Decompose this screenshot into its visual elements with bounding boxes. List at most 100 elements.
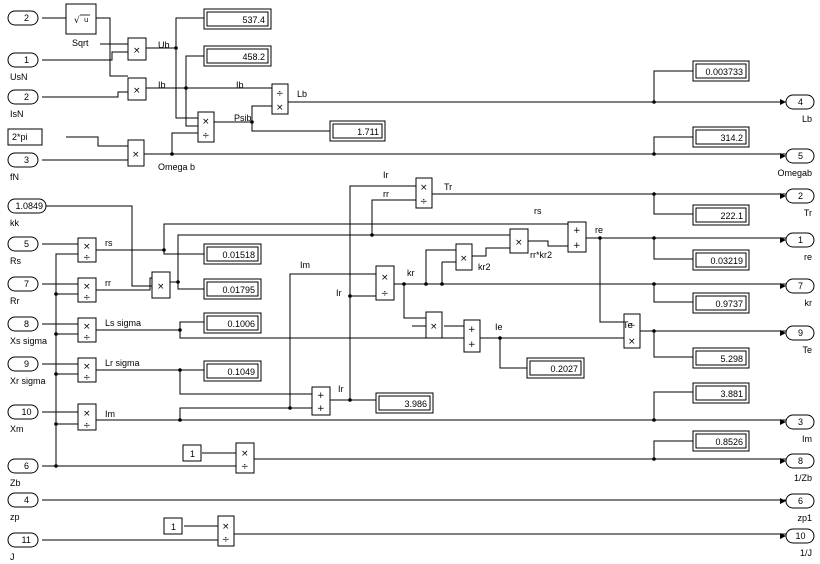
- display-0: 537.4: [203, 8, 272, 30]
- outport-number: 6: [798, 496, 803, 506]
- inport-4[interactable]: 3fN: [7, 152, 39, 182]
- inport-3[interactable]: 2*pi: [7, 128, 43, 146]
- outport-number: 1: [798, 235, 803, 245]
- signal-label: Im: [105, 409, 115, 419]
- inport-12[interactable]: 4 zp: [7, 492, 39, 522]
- svg-text:+: +: [468, 340, 476, 350]
- display-9: 0.9737: [692, 292, 750, 314]
- inport-number: 2*pi: [12, 132, 28, 142]
- display-value: 0.03219: [710, 256, 743, 266]
- outport-7[interactable]: 81/Zb: [780, 453, 815, 483]
- outport-5[interactable]: 9Te: [780, 325, 815, 355]
- display-value: 3.881: [720, 389, 743, 399]
- svg-text:+: +: [317, 391, 325, 401]
- display-8: 0.03219: [692, 249, 750, 271]
- inport-label: Rr: [10, 296, 20, 306]
- inport-number: 2: [24, 92, 29, 102]
- inport-9[interactable]: 9Xr sigma: [7, 356, 46, 386]
- outport-label: kr: [805, 298, 813, 308]
- inport-7[interactable]: 7Rr: [7, 276, 39, 306]
- divide-blocks[interactable]: ×÷ ÷× ×÷ ×÷ ×÷ ×÷ ×÷ ×÷ ×÷ ÷× ×÷ ×÷: [77, 83, 641, 547]
- svg-text:÷: ÷: [222, 535, 230, 545]
- svg-text:×: ×: [276, 103, 284, 113]
- inport-8[interactable]: 8Xs sigma: [7, 316, 47, 346]
- inport-label: J: [10, 552, 15, 562]
- signal-label: Ub: [158, 40, 170, 50]
- arrow-icon: [780, 193, 786, 199]
- outport-4[interactable]: 7kr: [780, 278, 815, 308]
- arrow-icon: [780, 237, 786, 243]
- svg-text:×: ×: [83, 322, 91, 332]
- svg-text:×: ×: [430, 322, 438, 332]
- outport-9[interactable]: 101/J: [780, 528, 815, 558]
- display-value: 314.2: [720, 133, 743, 143]
- sum-ie: ++: [463, 319, 481, 353]
- outport-label: 1/J: [800, 548, 812, 558]
- inport-number: 9: [24, 359, 29, 369]
- divide-psib: ×÷: [197, 111, 215, 143]
- inport-13[interactable]: 11J: [7, 532, 39, 562]
- inport-6[interactable]: 5Rs: [7, 236, 39, 266]
- inport-number: 1.0849: [16, 201, 44, 211]
- product-blocks[interactable]: × × × × × × ×: [127, 37, 529, 339]
- outport-number: 9: [798, 328, 803, 338]
- outport-0[interactable]: 4Lb: [780, 94, 815, 124]
- inport-5[interactable]: 1.0849 kk: [7, 198, 47, 228]
- display-12: 0.2027: [526, 357, 585, 379]
- outport-label: Im: [802, 434, 812, 444]
- signal-label: Ib: [236, 80, 244, 90]
- constant-1[interactable]: 1: [163, 517, 183, 535]
- display-value: 0.1049: [227, 367, 255, 377]
- signal-label: Psib: [234, 113, 252, 123]
- signal-label: re: [595, 225, 603, 235]
- display-13: 5.298: [692, 347, 750, 369]
- outport-6[interactable]: 3Im: [780, 414, 815, 444]
- outport-number: 4: [798, 97, 803, 107]
- inport-label: kk: [10, 218, 20, 228]
- outport-2[interactable]: 2Tr: [780, 188, 815, 218]
- sum-blocks[interactable]: ++ ++ ++: [311, 221, 587, 416]
- signal-label: Ib: [158, 80, 166, 90]
- signal-label: Omega b: [158, 162, 195, 172]
- svg-text:×: ×: [133, 46, 141, 56]
- divide-im: ×÷: [77, 403, 97, 431]
- constant-blocks[interactable]: 11: [163, 444, 202, 535]
- sum-re: ++: [567, 221, 587, 253]
- outport-number: 3: [798, 417, 803, 427]
- arrow-icon: [780, 533, 786, 539]
- inport-0[interactable]: 2: [7, 10, 39, 26]
- sqrt-block[interactable]: √ u: [65, 3, 97, 35]
- outport-3[interactable]: 1re: [780, 232, 815, 262]
- divide-tr: ×÷: [415, 177, 433, 209]
- product-ie: ×: [425, 311, 443, 339]
- inport-11[interactable]: 6Zb: [7, 458, 39, 488]
- svg-text:+: +: [317, 404, 325, 414]
- svg-text:√: √: [74, 15, 80, 26]
- svg-text:÷: ÷: [83, 293, 91, 303]
- inport-label: zp: [10, 512, 20, 522]
- arrow-icon: [780, 498, 786, 504]
- inport-label: Rs: [10, 256, 21, 266]
- signal-label: Ir: [336, 288, 342, 298]
- inport-number: 4: [24, 495, 29, 505]
- divide-j: ×÷: [217, 515, 235, 547]
- constant-0[interactable]: 1: [182, 444, 202, 462]
- signal-label: rs: [534, 206, 542, 216]
- arrow-icon: [780, 330, 786, 336]
- outport-number: 8: [798, 456, 803, 466]
- svg-text:÷: ÷: [381, 289, 389, 299]
- inport-number: 10: [22, 407, 32, 417]
- sqrt-label: Sqrt: [72, 38, 89, 48]
- signal-wires: [42, 17, 786, 541]
- display-5: 222.1: [692, 204, 750, 226]
- display-2: 1.711: [329, 120, 386, 142]
